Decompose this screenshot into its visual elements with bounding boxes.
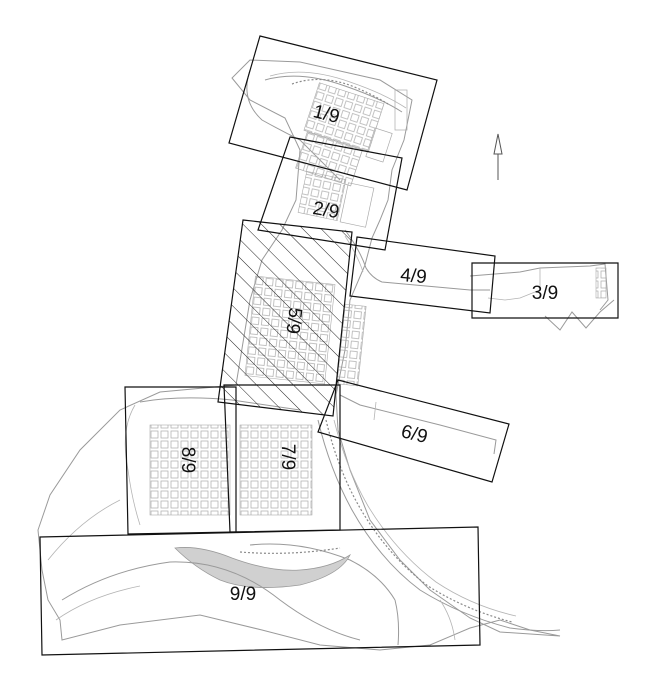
sheet-9-frame[interactable]	[39, 526, 481, 656]
sheet-2-frame[interactable]	[257, 136, 403, 251]
sheet-5-hatch	[218, 220, 352, 416]
sheet-8-label: 8/9	[177, 447, 198, 473]
sheet-1-frame[interactable]	[228, 35, 438, 191]
sheet-3-label: 3/9	[532, 283, 558, 304]
sheet-7-label: 7/9	[277, 444, 298, 470]
sheet-3-frame[interactable]	[471, 262, 619, 319]
north-arrow-icon	[493, 133, 503, 180]
sheet-2-label: 2/9	[311, 198, 341, 223]
sheet-6-frame[interactable]	[317, 379, 510, 483]
lagoon-feature	[174, 547, 352, 588]
sheet-5-frame[interactable]	[217, 219, 353, 417]
sheet-4-frame[interactable]	[349, 236, 496, 314]
sheet-frames	[39, 35, 619, 656]
sheet-9-label: 9/9	[230, 584, 256, 605]
sheet-6-label: 6/9	[399, 421, 430, 448]
sheet-4-label: 4/9	[399, 265, 427, 288]
sheet-5-label: 5/9	[281, 306, 305, 335]
